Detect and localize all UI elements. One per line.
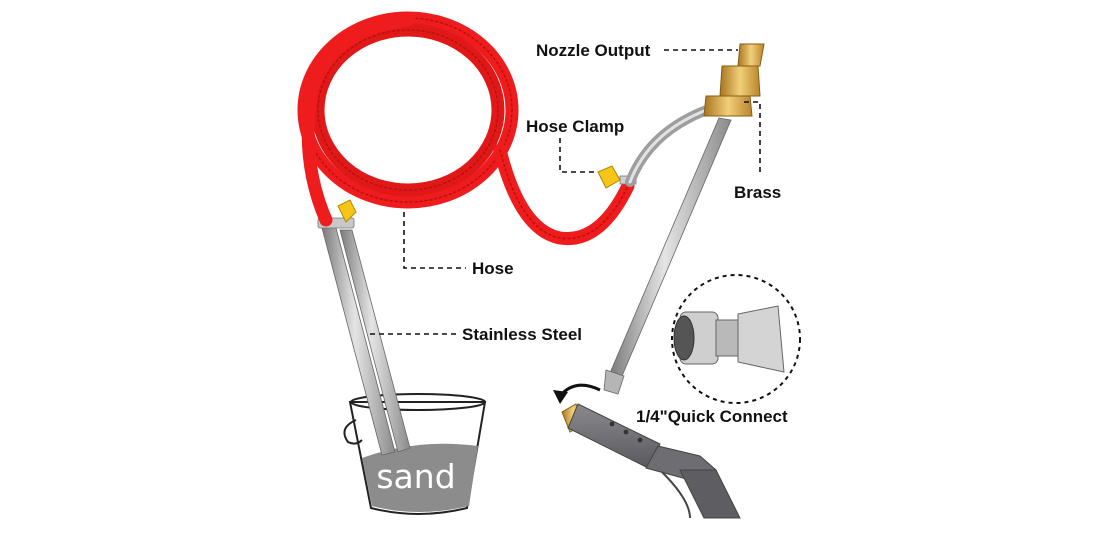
pressure-washer-gun: [561, 403, 741, 519]
blaster-wand: [603, 43, 765, 395]
leader-hose-clamp: [559, 138, 598, 173]
hose-clamp-left: [337, 199, 357, 223]
red-hose: [297, 11, 637, 246]
label-nozzle-output: Nozzle Output: [536, 41, 651, 60]
brass-nozzle: [703, 43, 765, 117]
hose-clamp-right: [597, 165, 621, 189]
label-stainless-steel: Stainless Steel: [462, 325, 582, 344]
sand-fill: [362, 443, 478, 512]
lance-tip: [603, 369, 625, 395]
label-quick-connect: 1/4"Quick Connect: [636, 407, 788, 426]
quick-connect-closeup: [671, 274, 801, 404]
label-brass: Brass: [734, 183, 781, 202]
sand-bucket: sand: [343, 393, 487, 515]
leader-hose: [403, 212, 466, 269]
bucket-handle: [343, 419, 363, 445]
sand-label: sand: [376, 457, 455, 496]
connect-arrow-icon: [553, 383, 601, 404]
label-hose: Hose: [472, 259, 514, 278]
label-hose-clamp: Hose Clamp: [526, 117, 624, 136]
